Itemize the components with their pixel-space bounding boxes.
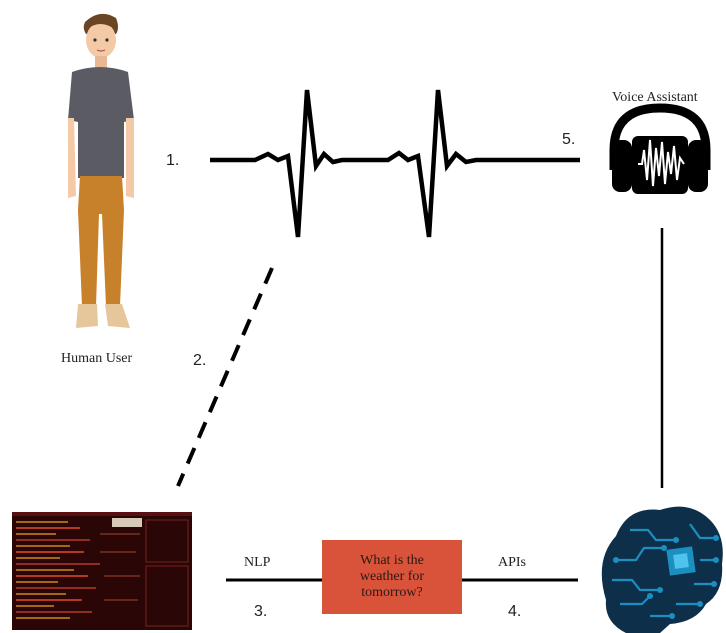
terminal-screenshot (12, 512, 192, 630)
nlp-label: NLP (244, 555, 270, 571)
step-4-label: 4. (508, 603, 521, 621)
headphones-icon (612, 108, 708, 194)
step-5-label: 5. (562, 131, 575, 149)
person-illustration (68, 14, 134, 328)
step-1-label: 1. (166, 152, 179, 170)
voice-assistant-label: Voice Assistant (612, 90, 698, 106)
connector-line-2 (178, 268, 272, 486)
step-3-label: 3. (254, 603, 267, 621)
step-2-label: 2. (193, 352, 206, 370)
ai-brain-icon (602, 507, 723, 633)
query-box: What is the weather for tomorrow? (322, 540, 462, 614)
query-text: What is the weather for tomorrow? (337, 553, 447, 601)
human-user-label: Human User (61, 351, 132, 367)
apis-label: APIs (498, 555, 526, 571)
sound-wave-icon (210, 90, 580, 237)
